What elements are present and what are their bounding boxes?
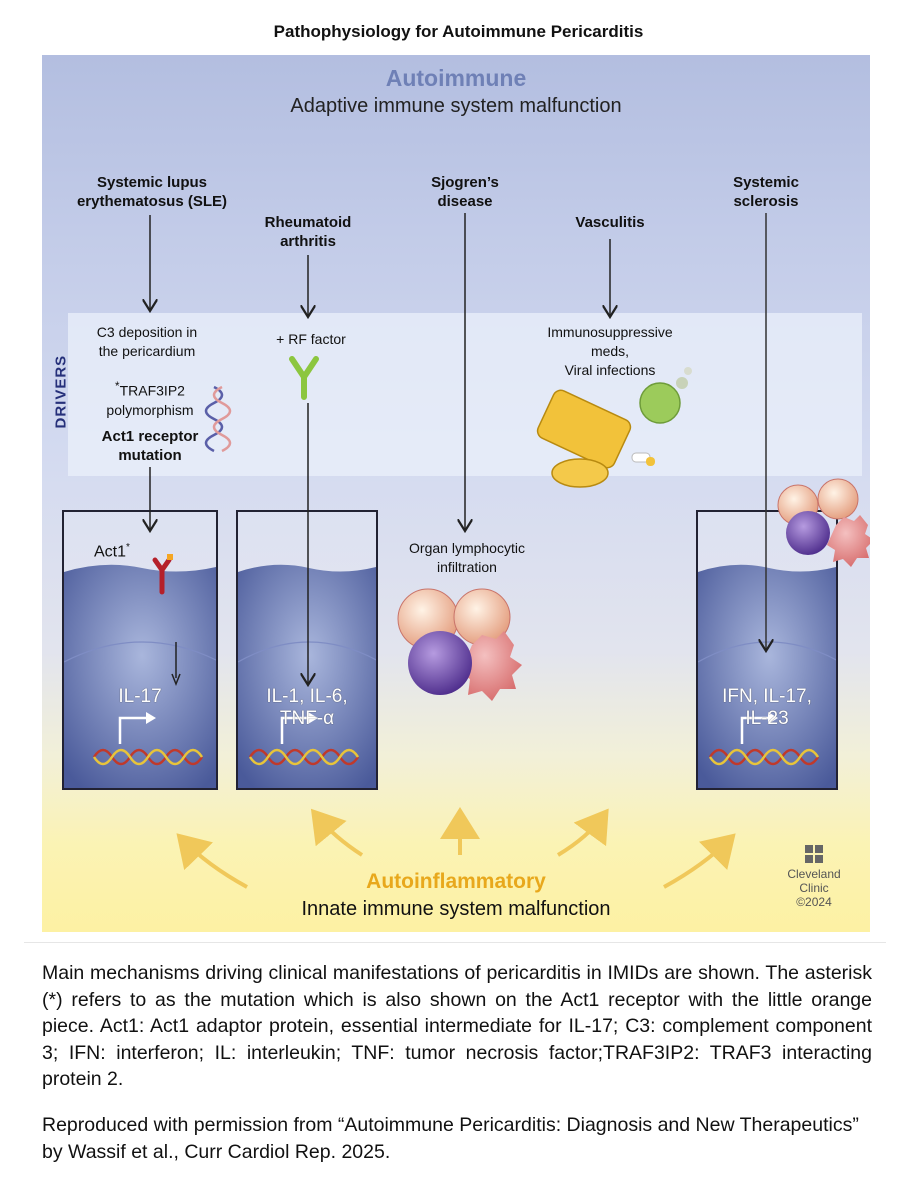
disease-sjogren: Sjogren’s disease xyxy=(400,173,530,211)
autoinflammatory-arrow xyxy=(176,833,248,889)
brand-block: Cleveland Clinic ©2024 xyxy=(774,867,854,909)
transcription-arrow-icon xyxy=(740,716,770,744)
pill-bottle-icon xyxy=(536,389,655,488)
cytokines-sle: IL-17 xyxy=(64,686,216,708)
disease-sle: Systemic lupus erythematosus (SLE) xyxy=(72,173,232,211)
brand-name-line1: Cleveland xyxy=(787,867,841,881)
figure-title: Pathophysiology for Autoimmune Pericardi… xyxy=(273,22,644,41)
driver-act1-line2: mutation xyxy=(118,447,182,464)
driver-c3: C3 deposition in the pericardium xyxy=(82,323,212,361)
divider xyxy=(24,942,886,943)
disease-sle-line2: erythematosus (SLE) xyxy=(76,193,228,210)
driver-rf-factor: + RF factor xyxy=(276,331,346,347)
driver-immuno-line3: Viral infections xyxy=(564,362,656,378)
disease-sle-line1: Systemic lupus xyxy=(96,174,208,191)
disease-ra-line1: Rheumatoid xyxy=(264,214,352,231)
driver-immunosuppressive: Immunosuppressive meds, Viral infections xyxy=(520,323,700,380)
disease-ra: Rheumatoid arthritis xyxy=(250,213,366,251)
dna-helix-icon xyxy=(212,385,232,453)
autoinflammatory-arrow xyxy=(310,808,364,857)
lymphocyte-cluster-center xyxy=(397,588,522,701)
driver-c3-line1: C3 deposition in xyxy=(96,324,198,340)
rf-antibody-icon xyxy=(289,356,319,400)
figure-caption: Main mechanisms driving clinical manifes… xyxy=(42,962,872,1090)
autoinflammatory-subtitle: Innate immune system malfunction xyxy=(301,898,611,920)
disease-ssc: Systemic sclerosis xyxy=(706,173,826,211)
arrowhead-icon xyxy=(171,673,181,687)
traf-asterisk: * xyxy=(115,380,120,393)
dna-helix-icon xyxy=(204,385,224,453)
dna-strand-icon xyxy=(708,748,820,766)
driver-c3-line2: the pericardium xyxy=(98,343,196,359)
driver-traf-line2: polymorphism xyxy=(106,401,194,418)
act1-receptor-icon xyxy=(152,557,172,595)
act1-label: Act1* xyxy=(94,542,130,561)
cleveland-clinic-logo-icon xyxy=(805,845,823,863)
diagram-panel: DRIVERS Autoimmune Adaptive immune syste… xyxy=(42,55,870,932)
cytokine-ssc-line2: IL-23 xyxy=(745,708,789,729)
diagram-overlay xyxy=(42,213,870,889)
autoimmune-subtitle: Adaptive immune system malfunction xyxy=(290,95,622,117)
cytokines-ra: IL-1, IL-6, TNF-α xyxy=(238,686,376,730)
autoimmune-title: Autoimmune xyxy=(385,65,527,91)
disease-sjogren-line1: Sjogren’s xyxy=(431,174,499,191)
figure-credit: Reproduced with permission from “Autoimm… xyxy=(42,1114,859,1163)
disease-ra-line2: arthritis xyxy=(280,233,336,250)
transcription-arrowhead-icon xyxy=(146,712,156,724)
act1-mutation-marker xyxy=(167,554,173,560)
disease-ssc-line1: Systemic xyxy=(733,174,799,191)
nucleus-outline xyxy=(64,641,216,663)
cytokine-il17: IL-17 xyxy=(118,686,162,707)
virus-particle-icon xyxy=(684,367,692,375)
dna-strand-icon xyxy=(248,748,360,766)
transcription-arrow-icon xyxy=(118,716,148,744)
cell-body xyxy=(64,564,216,788)
act1-asterisk: * xyxy=(126,542,130,553)
cytokine-ra-line1: IL-1, IL-6, xyxy=(266,686,348,707)
driver-immuno-line1: Immunosuppressive xyxy=(547,324,673,340)
disease-vasculitis-line1: Vasculitis xyxy=(575,214,645,231)
cytokine-ssc-line1: IFN, IL-17, xyxy=(722,686,812,707)
transcription-arrow-icon xyxy=(280,716,310,744)
infiltration-label: Organ lymphocytic infiltration xyxy=(387,539,547,577)
cell-box-sle: Act1* IL-17 xyxy=(62,510,218,790)
brand-name-line2: Clinic xyxy=(799,881,829,895)
lymphocyte-cluster-right xyxy=(777,478,870,567)
cytokines-ssc: IFN, IL-17, IL-23 xyxy=(698,686,836,730)
infiltration-line2: infiltration xyxy=(437,559,497,575)
transcription-arrowhead-icon xyxy=(768,712,778,724)
autoinflammatory-arrow xyxy=(663,833,736,889)
cytokine-ra-line2: TNF-α xyxy=(279,708,335,729)
autoinflammatory-arrow xyxy=(556,808,609,857)
infiltration-line1: Organ lymphocytic xyxy=(409,540,525,556)
driver-act1-line1: Act1 receptor xyxy=(101,428,199,445)
disease-sjogren-line2: disease xyxy=(437,193,493,210)
disease-ssc-line2: sclerosis xyxy=(733,193,799,210)
dna-strand-icon xyxy=(92,748,204,766)
virus-icon xyxy=(639,382,681,424)
virus-particle-icon xyxy=(676,377,688,389)
driver-act1-mutation: Act1 receptor mutation xyxy=(82,427,218,465)
transcription-arrowhead-icon xyxy=(308,712,318,724)
brand-year: ©2024 xyxy=(796,895,832,909)
driver-traf-line1: TRAF3IP2 xyxy=(119,382,185,399)
nucleus-outline xyxy=(238,641,376,663)
autoinflammatory-title: Autoinflammatory xyxy=(366,870,546,893)
cell-body xyxy=(698,564,836,788)
driver-traf3ip2: *TRAF3IP2 polymorphism xyxy=(90,377,210,420)
driver-immuno-line2: meds, xyxy=(590,343,630,359)
act1-text: Act1 xyxy=(94,543,127,561)
disease-vasculitis: Vasculitis xyxy=(550,213,670,232)
